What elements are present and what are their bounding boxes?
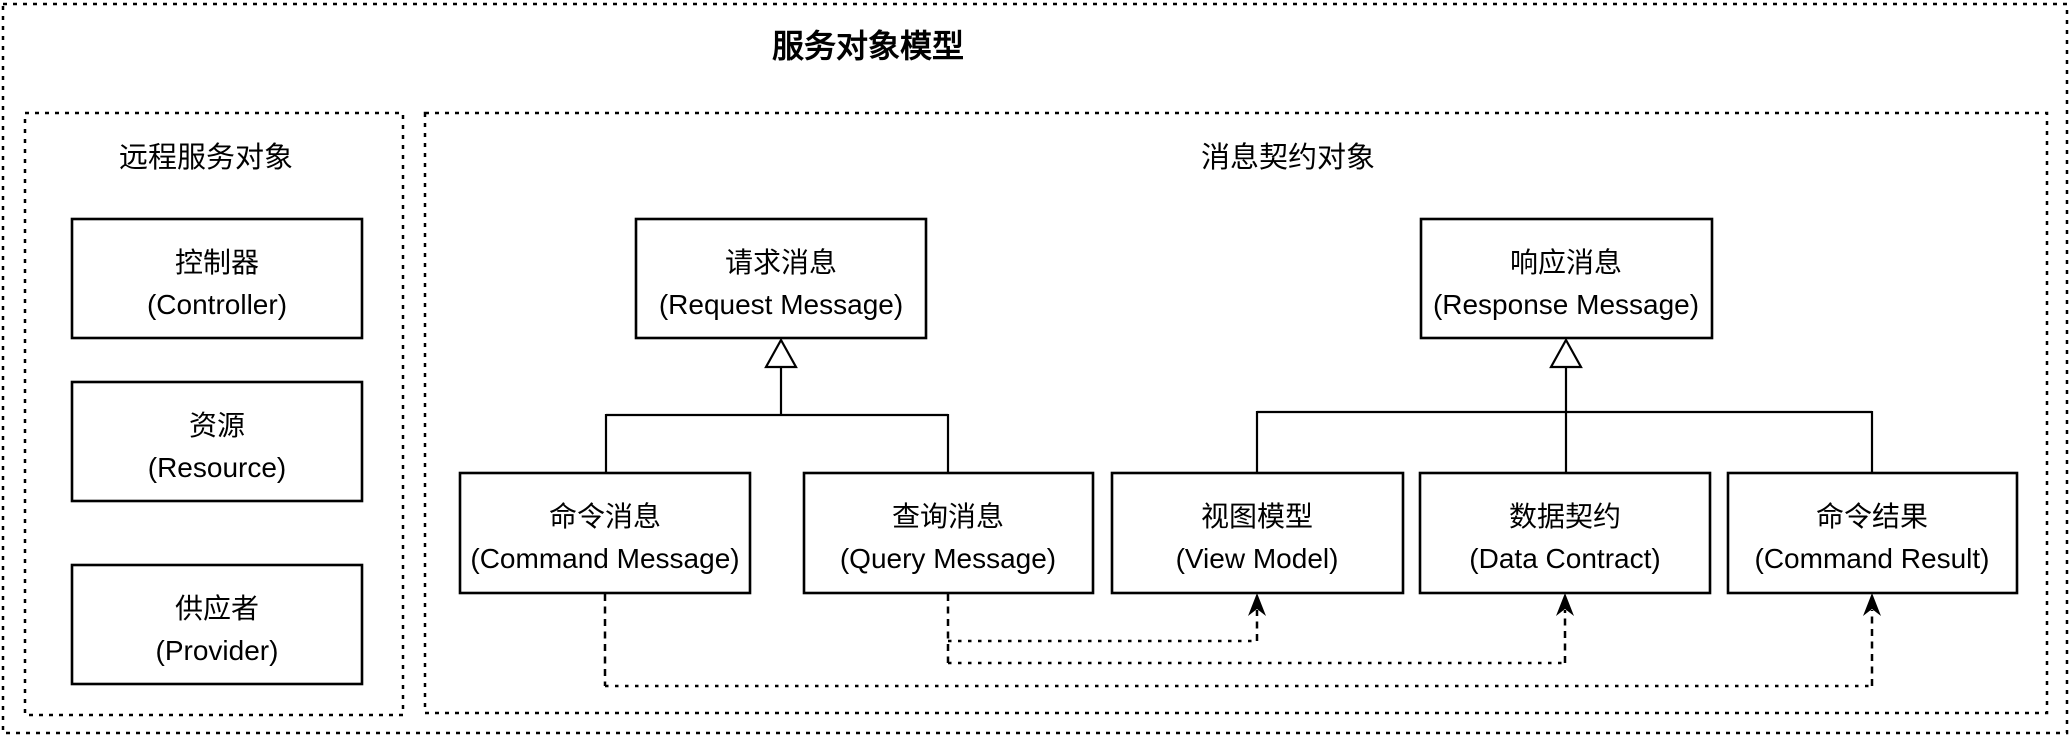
dependency-query-to-view-model — [946, 593, 1266, 663]
node-response-message-label-zh: 响应消息 — [1510, 247, 1622, 278]
node-data-contract-label-zh: 数据契约 — [1509, 501, 1621, 532]
node-data-contract-label-en: (Data Contract) — [1469, 543, 1660, 574]
group-message-contract-objects — [423, 111, 2049, 715]
node-provider-label-en: (Provider) — [156, 635, 279, 666]
node-response-message: 响应消息 (Response Message) — [1419, 217, 1714, 340]
node-query-message-label-zh: 查询消息 — [892, 501, 1004, 532]
dependency-arrowhead-icon — [1863, 593, 1881, 616]
node-command-message-label-en: (Command Message) — [470, 543, 739, 574]
node-command-result-label-en: (Command Result) — [1755, 543, 1990, 574]
node-resource-label-en: (Resource) — [148, 452, 286, 483]
node-resource-label-zh: 资源 — [189, 410, 245, 441]
node-command-message-label-zh: 命令消息 — [549, 501, 661, 532]
node-view-model: 视图模型 (View Model) — [1110, 471, 1405, 595]
node-data-contract: 数据契约 (Data Contract) — [1418, 471, 1712, 595]
dependency-command-to-command-result — [603, 593, 1881, 688]
inheritance-triangle-icon — [1549, 337, 1583, 369]
node-request-message-label-zh: 请求消息 — [725, 247, 837, 278]
diagram-title: 服务对象模型 — [772, 28, 964, 64]
inheritance-triangle-icon — [764, 337, 798, 369]
dependency-arrowhead-icon — [1248, 593, 1266, 616]
node-controller-label-zh: 控制器 — [175, 247, 259, 278]
node-view-model-label-en: (View Model) — [1176, 543, 1339, 574]
node-command-message: 命令消息 (Command Message) — [458, 471, 752, 595]
node-view-model-label-zh: 视图模型 — [1201, 501, 1313, 532]
node-query-message-label-en: (Query Message) — [840, 543, 1056, 574]
group-remote-service-objects-label: 远程服务对象 — [119, 141, 293, 174]
inheritance-tree-request-message — [604, 337, 950, 474]
node-controller-label-en: (Controller) — [147, 289, 287, 320]
node-controller: 控制器 (Controller) — [70, 217, 364, 340]
node-provider-label-zh: 供应者 — [175, 593, 259, 624]
node-query-message: 查询消息 (Query Message) — [802, 471, 1095, 595]
node-command-result: 命令结果 (Command Result) — [1726, 471, 2019, 595]
group-message-contract-objects-label: 消息契约对象 — [1201, 141, 1375, 174]
dependency-arrowhead-icon — [1556, 593, 1574, 616]
node-request-message: 请求消息 (Request Message) — [634, 217, 928, 340]
node-command-result-label-zh: 命令结果 — [1816, 501, 1928, 532]
node-response-message-label-en: (Response Message) — [1433, 289, 1699, 320]
node-request-message-label-en: (Request Message) — [659, 289, 903, 320]
node-provider: 供应者 (Provider) — [70, 563, 364, 686]
node-resource: 资源 (Resource) — [70, 380, 364, 503]
inheritance-tree-response-message — [1255, 337, 1874, 474]
dependency-query-to-data-contract — [948, 593, 1574, 665]
